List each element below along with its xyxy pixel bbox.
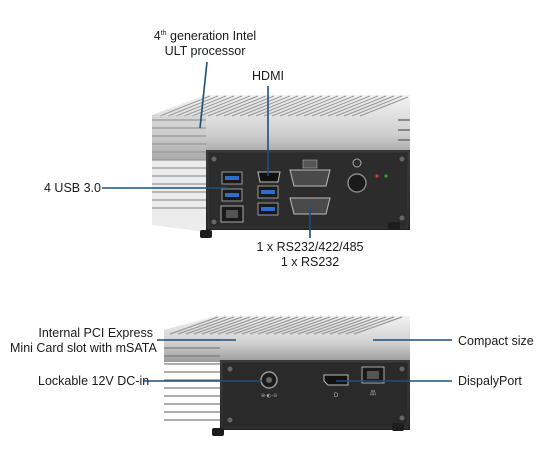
callout-compact: Compact size <box>458 334 534 348</box>
svg-text:品: 品 <box>370 390 376 397</box>
leader-processor <box>199 61 208 129</box>
callout-dcin: Lockable 12V DC-in <box>38 374 150 388</box>
svg-text:⊕-◐-⊖: ⊕-◐-⊖ <box>261 393 277 399</box>
callout-hdmi: HDMI <box>252 69 284 83</box>
heatsink-fins-top <box>159 95 409 117</box>
callout-pci: Internal PCI Express Mini Card slot with… <box>10 326 157 355</box>
callout-serial: 1 x RS232/422/485 1 x RS232 <box>256 240 364 269</box>
leader-lines <box>102 61 452 382</box>
device-front <box>152 95 410 238</box>
callout-displayport: DispalyPort <box>458 374 522 388</box>
usb-port-icon <box>221 171 243 202</box>
displayport-icon: D <box>323 374 349 399</box>
callout-usb: 4 USB 3.0 <box>44 181 101 195</box>
hdmi-port-icon <box>257 171 281 183</box>
svg-text:D: D <box>334 392 339 399</box>
power-button-icon <box>347 158 367 193</box>
dc-jack-icon: ⊕-◐-⊖ <box>260 371 278 399</box>
ethernet-port-icon <box>220 205 244 223</box>
callout-processor: 4th generation Intel ULT processor <box>153 29 257 59</box>
device-rear: ⊕-◐-⊖ D 品 <box>164 316 410 436</box>
